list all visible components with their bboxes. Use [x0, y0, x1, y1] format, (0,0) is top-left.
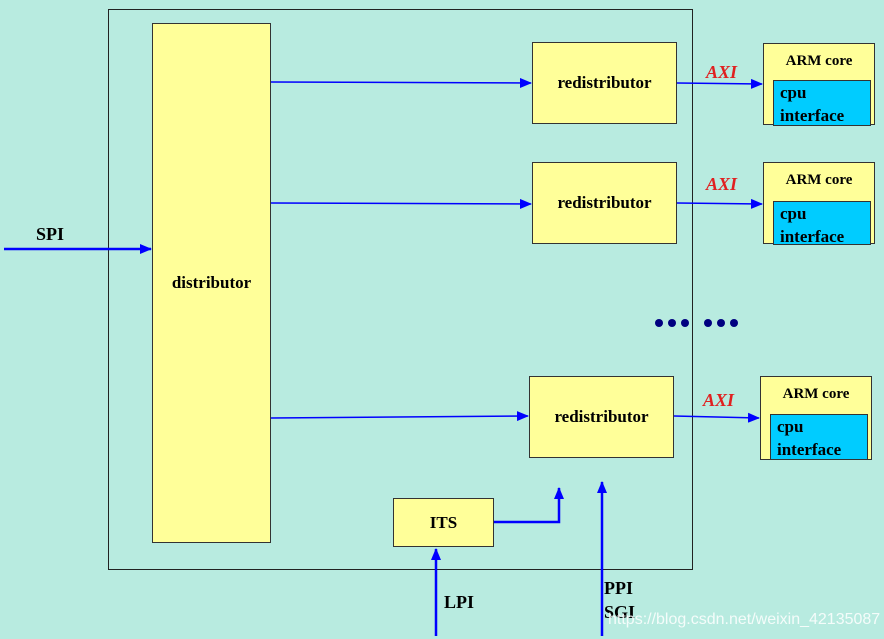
- redistributor-box-1: redistributor: [532, 42, 677, 124]
- cpu-interface-line1: cpu: [780, 204, 807, 223]
- ellipsis-dot: [655, 319, 663, 327]
- dist-to-redist-arrow-3: [270, 411, 529, 422]
- axi-label-2: AXI: [706, 174, 738, 194]
- its-label: ITS: [429, 512, 458, 532]
- ellipsis-dot: [717, 319, 725, 327]
- ellipsis-dots: [655, 319, 738, 327]
- redistributor-label: redistributor: [557, 73, 652, 92]
- arm-core-box-1: ARM core cpu interface: [763, 43, 875, 126]
- axi-label-3: AXI: [703, 390, 735, 410]
- arm-core-box-3: ARM core cpu interface: [760, 376, 872, 460]
- ellipsis-dot: [681, 319, 689, 327]
- axi-arrow-3: [673, 412, 760, 423]
- cpu-interface-line2: interface: [780, 106, 845, 125]
- arm-core-box-2: ARM core cpu interface: [763, 162, 875, 246]
- axi-label-1: AXI: [706, 62, 738, 82]
- dist-to-redist-arrow-1: [270, 77, 532, 88]
- cpu-interface-box: cpu interface: [770, 414, 868, 460]
- ellipsis-dot: [730, 319, 738, 327]
- axi-arrow-1: [676, 78, 763, 89]
- its-to-redist-arrow: [494, 487, 564, 524]
- its-box: ITS: [393, 498, 494, 547]
- redistributor-box-2: redistributor: [532, 162, 677, 244]
- dist-to-redist-arrow-2: [270, 198, 532, 209]
- cpu-interface-line2: interface: [777, 440, 842, 459]
- arm-core-title: ARM core: [785, 172, 853, 188]
- spi-label: SPI: [36, 224, 65, 244]
- distributor-label: distributor: [171, 273, 252, 292]
- cpu-interface-line1: cpu: [780, 83, 807, 102]
- redistributor-label: redistributor: [554, 407, 649, 426]
- lpi-label: LPI: [444, 592, 475, 612]
- cpu-interface-box: cpu interface: [773, 201, 871, 246]
- ppi-label: PPI: [604, 578, 633, 598]
- sgi-label: SGI: [604, 602, 636, 622]
- redistributor-box-3: redistributor: [529, 376, 674, 458]
- cpu-interface-box: cpu interface: [773, 80, 871, 126]
- gic-frame: [108, 9, 693, 570]
- axi-arrow-2: [676, 198, 763, 209]
- cpu-interface-line1: cpu: [777, 417, 804, 436]
- ellipsis-dot: [668, 319, 676, 327]
- arm-core-title: ARM core: [782, 386, 850, 402]
- redistributor-label: redistributor: [557, 193, 652, 212]
- watermark: https://blog.csdn.net/weixin_42135087: [608, 611, 881, 628]
- distributor-box: distributor: [152, 23, 271, 543]
- arm-core-title: ARM core: [785, 53, 853, 69]
- ellipsis-dot: [704, 319, 712, 327]
- cpu-interface-line2: interface: [780, 227, 845, 246]
